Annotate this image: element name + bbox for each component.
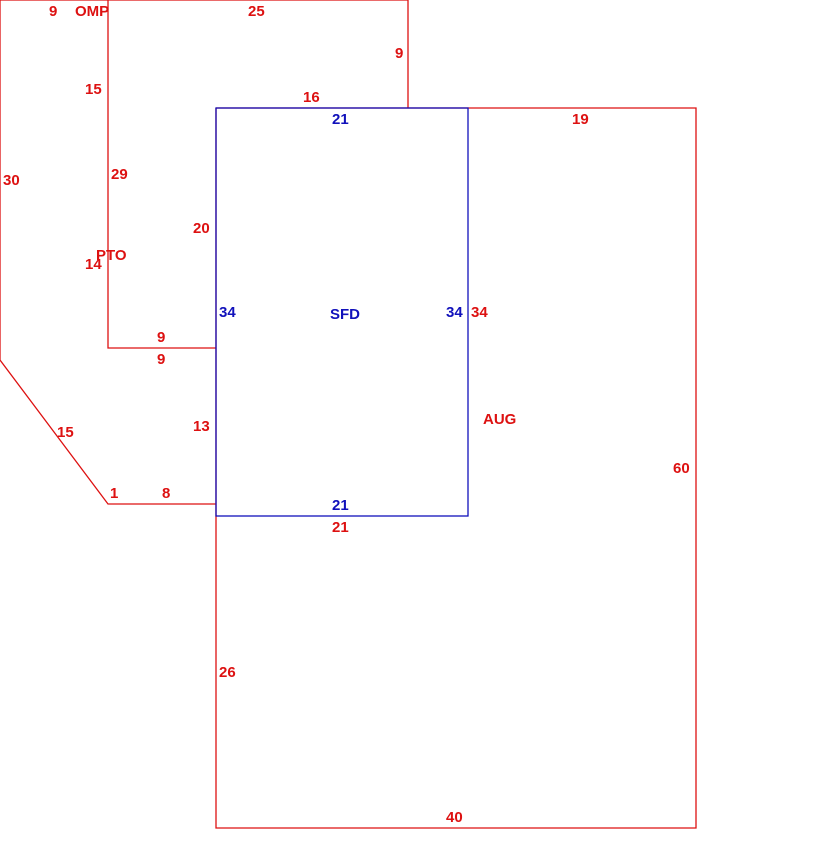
dim-label: 9 [157, 329, 165, 346]
dim-label: 15 [85, 81, 102, 98]
area-label-omp: OMP [75, 3, 109, 20]
dim-label: 29 [111, 166, 128, 183]
dim-label: 34 [446, 304, 463, 321]
dim-label: 14 [85, 256, 102, 273]
pto-outer-outline [0, 0, 216, 505]
pto-inner-outline [107, 0, 216, 349]
dim-label: 30 [3, 172, 20, 189]
dim-label: 13 [193, 418, 210, 435]
dim-label: 9 [395, 45, 403, 62]
dim-label: 40 [446, 809, 463, 826]
area-label-sfd: SFD [330, 306, 360, 323]
dim-label: 21 [332, 519, 349, 536]
dim-label: 15 [57, 424, 74, 441]
dim-label: 25 [248, 3, 265, 20]
dim-label: 21 [332, 111, 349, 128]
sfd-outline [215, 107, 469, 517]
dim-label: 34 [219, 304, 236, 321]
dim-label: 20 [193, 220, 210, 237]
dim-label: 16 [303, 89, 320, 106]
dim-label: 26 [219, 664, 236, 681]
area-label-pto: PTO [96, 247, 127, 264]
dim-label: 34 [471, 304, 488, 321]
dim-label: 8 [162, 485, 170, 502]
dim-label: 9 [157, 351, 165, 368]
aug-outline [215, 107, 697, 829]
dim-label: 21 [332, 497, 349, 514]
area-label-aug: AUG [483, 411, 516, 428]
omp-outline [0, 0, 409, 108]
dim-label: 9 [49, 3, 57, 20]
dim-label: 60 [673, 460, 690, 477]
dim-label: 1 [110, 485, 118, 502]
dim-label: 19 [572, 111, 589, 128]
